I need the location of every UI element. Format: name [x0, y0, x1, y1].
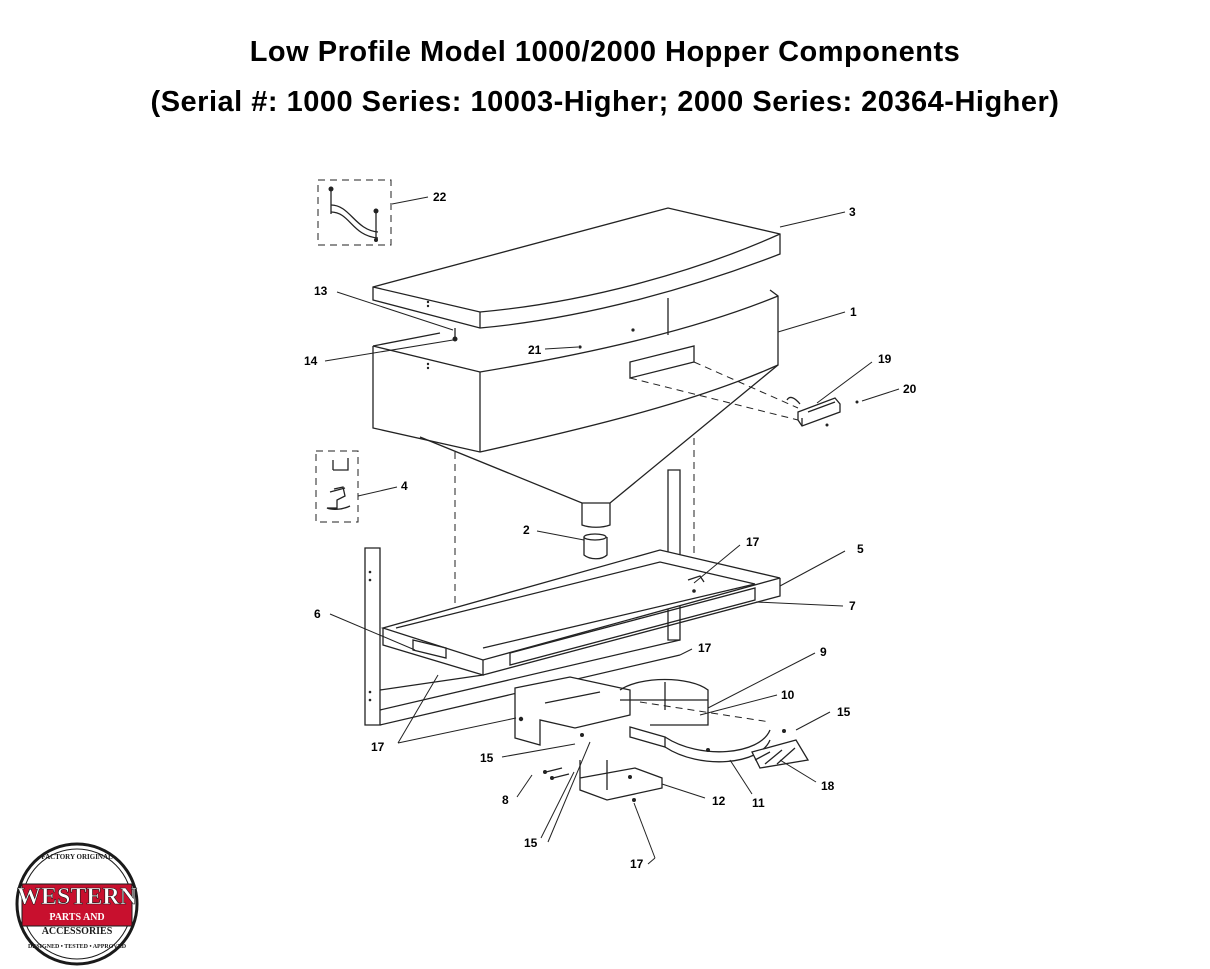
- callout-2: 2: [523, 523, 530, 537]
- part-4-latch: [315, 450, 359, 523]
- part-1-hopper: [372, 289, 779, 528]
- logo-brand-text: WESTERN: [17, 884, 138, 910]
- part-19-switch: [786, 396, 859, 427]
- callout-9: 9: [820, 645, 827, 659]
- callout-10: 10: [781, 688, 795, 702]
- callout-6: 6: [314, 607, 321, 621]
- callout-1: 1: [850, 305, 857, 319]
- callout-5: 5: [857, 542, 864, 556]
- page-title: Low Profile Model 1000/2000 Hopper Compo…: [249, 36, 961, 68]
- leader-lines: [324, 196, 900, 865]
- callout-12: 12: [712, 794, 726, 808]
- callout-20: 20: [903, 382, 917, 396]
- part-2-sleeve: [583, 533, 608, 560]
- western-logo: FACTORY ORIGINAL WESTERN PARTS AND ACCES…: [15, 842, 139, 966]
- logo-line2: ACCESSORIES: [42, 926, 113, 937]
- callout-18: 18: [821, 779, 835, 793]
- callout-8: 8: [502, 793, 509, 807]
- part-8-bracket: [514, 676, 631, 746]
- part-5-frame: [364, 469, 781, 726]
- callout-14: 14: [304, 354, 318, 368]
- callout-19: 19: [878, 352, 892, 366]
- callout-15-bottom: 15: [524, 836, 538, 850]
- logo-bottom-text: DESIGNED • TESTED • APPROVED: [28, 944, 127, 950]
- logo-line1: PARTS AND: [49, 912, 104, 923]
- part-22-bracket: [317, 179, 392, 246]
- callout-17-bottom: 17: [630, 857, 644, 871]
- part-9-10-clamp: [619, 678, 709, 726]
- callout-17-mid: 17: [698, 641, 712, 655]
- part-15-bolts: [543, 733, 584, 780]
- page-subtitle: (Serial #: 1000 Series: 10003-Higher; 20…: [150, 86, 1060, 118]
- callout-15-left: 15: [480, 751, 494, 765]
- callout-4: 4: [401, 479, 408, 493]
- part-11-strap: [629, 726, 771, 763]
- callout-17-left: 17: [371, 740, 385, 754]
- part-18-pad: [751, 729, 810, 769]
- callout-3: 3: [849, 205, 856, 219]
- callout-22: 22: [433, 190, 447, 204]
- callout-labels: 22 3 1 13 14 21 19 20 4 2 17 5 7 6 17 9 …: [304, 190, 917, 871]
- callout-17-top: 17: [746, 535, 760, 549]
- callout-11: 11: [752, 796, 765, 810]
- part-12-plate: [579, 760, 663, 802]
- part-3-lid: [372, 207, 781, 329]
- logo-top-text: FACTORY ORIGINAL: [41, 853, 113, 861]
- callout-13: 13: [314, 284, 328, 298]
- callout-7: 7: [849, 599, 856, 613]
- callout-15-right: 15: [837, 705, 851, 719]
- callout-21: 21: [528, 343, 542, 357]
